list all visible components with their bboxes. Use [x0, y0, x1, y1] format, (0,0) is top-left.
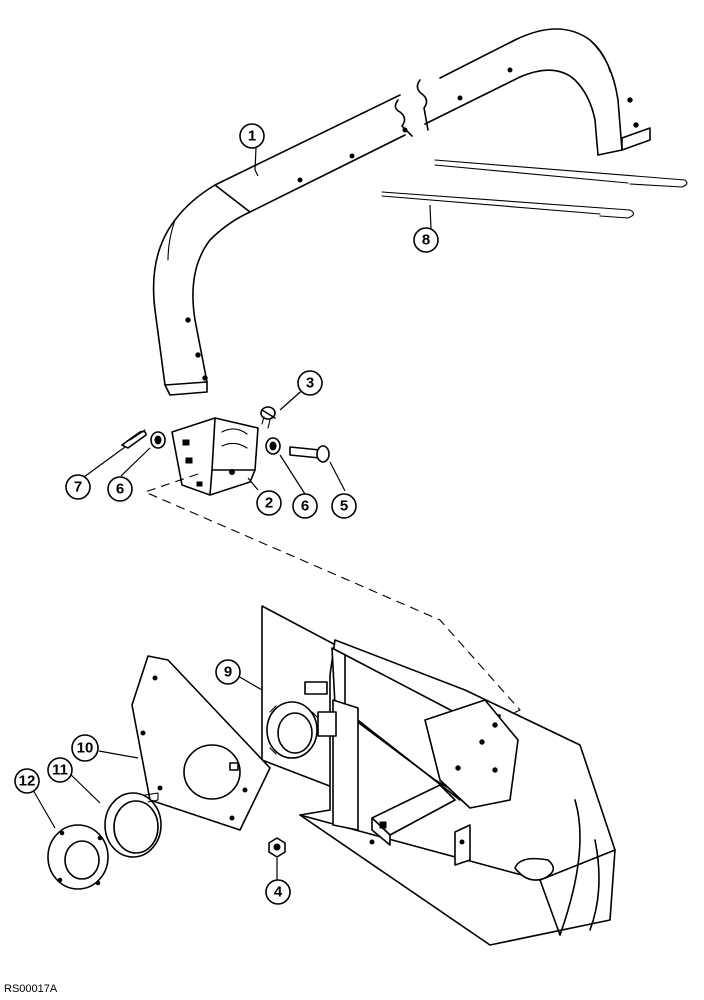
bolt-part [260, 406, 276, 429]
svg-text:7: 7 [74, 479, 82, 496]
callout-9: 9 [215, 659, 241, 685]
callout-10: 10 [71, 734, 99, 762]
svg-text:1: 1 [248, 128, 256, 145]
svg-text:11: 11 [52, 762, 68, 779]
svg-text:3: 3 [306, 375, 314, 392]
washer-part [150, 431, 281, 455]
svg-text:5: 5 [340, 498, 348, 515]
cotter-pin-part [121, 429, 147, 449]
callout-12: 12 [14, 768, 40, 794]
svg-text:6: 6 [301, 498, 309, 515]
svg-text:6: 6 [116, 481, 124, 498]
callout-1: 1 [239, 123, 265, 149]
callout-5: 5 [331, 493, 357, 519]
svg-text:10: 10 [77, 740, 94, 757]
svg-text:8: 8 [422, 232, 430, 249]
pin-part [289, 445, 330, 463]
callout-6a: 6 [292, 493, 318, 519]
callout-11: 11 [47, 757, 73, 783]
svg-text:2: 2 [265, 495, 273, 512]
callout-4: 4 [265, 879, 291, 905]
plate-part [131, 655, 271, 831]
callout-3: 3 [297, 370, 323, 396]
figure-reference: RS00017A [4, 983, 58, 995]
callout-6b: 6 [107, 476, 133, 502]
bracket-part [171, 417, 259, 496]
callout-8: 8 [413, 227, 439, 253]
svg-text:12: 12 [19, 773, 36, 790]
housing-part [261, 605, 616, 946]
callout-2: 2 [256, 490, 282, 516]
wire-tine-part [381, 159, 688, 219]
svg-text:4: 4 [274, 884, 283, 901]
ring-part [104, 792, 162, 858]
nut-part [268, 837, 286, 858]
tube-frame-part [152, 28, 651, 396]
svg-text:9: 9 [224, 664, 232, 681]
flange-part [47, 824, 109, 890]
callout-7: 7 [65, 474, 91, 500]
